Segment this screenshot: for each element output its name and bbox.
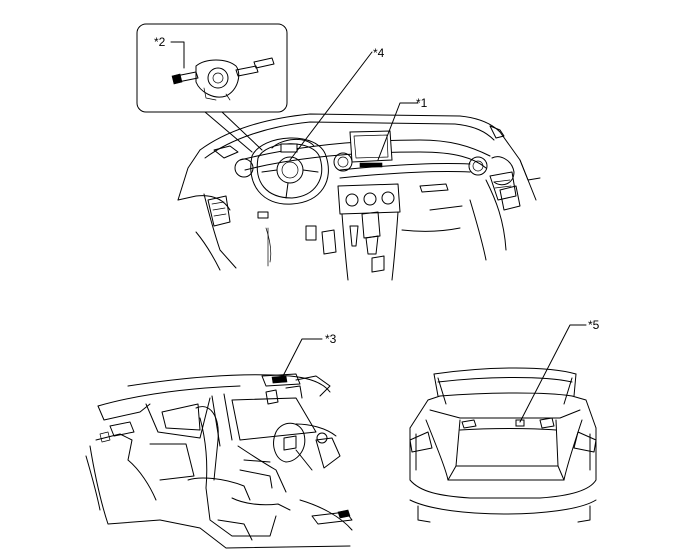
dashboard-illustration xyxy=(177,113,541,281)
callout-label-4: *4 xyxy=(373,46,385,60)
leader-line-5 xyxy=(519,324,587,423)
leader-line-3 xyxy=(281,338,323,379)
callout-label-2: *2 xyxy=(154,35,166,49)
interior-illustration xyxy=(85,373,353,549)
leader-line-2 xyxy=(170,41,185,69)
callout-label-3: *3 xyxy=(325,332,337,346)
leader-line-1 xyxy=(377,102,419,161)
callout-label-5: *5 xyxy=(588,318,600,332)
leader-line-4 xyxy=(289,51,373,161)
combination-switch-inset xyxy=(136,23,288,153)
callout-label-1: *1 xyxy=(416,96,428,110)
trunk-illustration xyxy=(409,367,597,523)
